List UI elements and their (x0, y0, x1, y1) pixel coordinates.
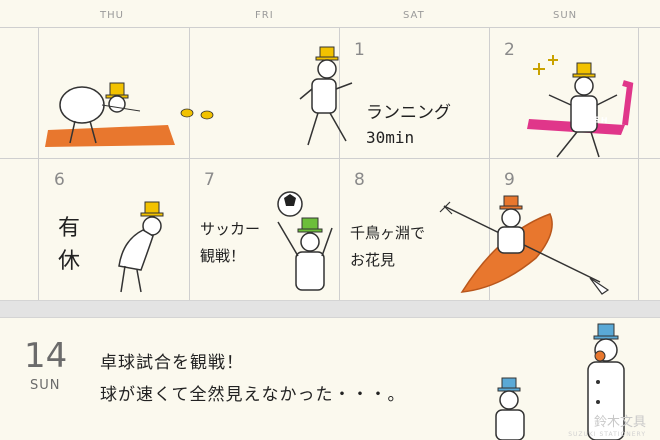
bowing-character-illustration (118, 201, 164, 293)
detail-weekday: SUN (30, 378, 61, 393)
table-tennis-illustration (495, 323, 625, 440)
event-soccer-line1: サッカー (200, 220, 261, 238)
day-number: 7 (204, 170, 215, 190)
day-number: 1 (354, 40, 365, 60)
weekday-sun: SUN (553, 10, 578, 21)
day-number: 2 (504, 40, 515, 60)
row-divider (0, 158, 660, 159)
column-divider (638, 27, 639, 300)
column-divider (339, 27, 340, 300)
event-soccer-line2: 観戦！ (200, 247, 246, 265)
runner-illustration (299, 46, 353, 146)
event-running-time: 30min (366, 128, 415, 147)
event-holiday-line2: 休 (58, 249, 81, 274)
weekday-thu: THU (100, 10, 124, 21)
soccer-fan-illustration (277, 191, 333, 291)
brand-logo: 鈴木文具 (593, 415, 646, 430)
section-separator (0, 300, 660, 318)
event-running-title: ランニング (366, 103, 451, 123)
day-number: 8 (354, 170, 365, 190)
day-number: 9 (504, 170, 515, 190)
day-number: 6 (54, 170, 65, 190)
kayak-illustration (439, 195, 610, 295)
event-boat-line2: お花見 (350, 251, 396, 269)
column-divider (38, 27, 39, 300)
brand-logo-subtitle: SUZUKI STATIONERY (568, 431, 646, 438)
day-detail-panel: 14 SUN 卓球試合を観戦！ 球が速くて全然見えなかった・・・。 鈴木文具 S… (0, 318, 660, 440)
weekday-fri: FRI (255, 10, 274, 21)
detail-note-line2: 球が速くて全然見えなかった・・・。 (100, 385, 406, 405)
event-holiday-line1: 有 (58, 216, 81, 241)
finish-illustration (527, 55, 634, 158)
calendar-grid: THU FRI SAT SUN 1 2 6 7 8 9 (0, 10, 660, 300)
detail-note-line1: 卓球試合を観戦！ (100, 353, 244, 373)
detail-date: 14 (24, 336, 68, 376)
weekday-sat: SAT (403, 10, 425, 21)
row-divider (0, 27, 660, 28)
column-divider (189, 27, 190, 300)
dog-walk-illustration (45, 82, 214, 147)
event-boat-line1: 千鳥ヶ淵で (350, 224, 426, 242)
column-divider (489, 27, 490, 300)
